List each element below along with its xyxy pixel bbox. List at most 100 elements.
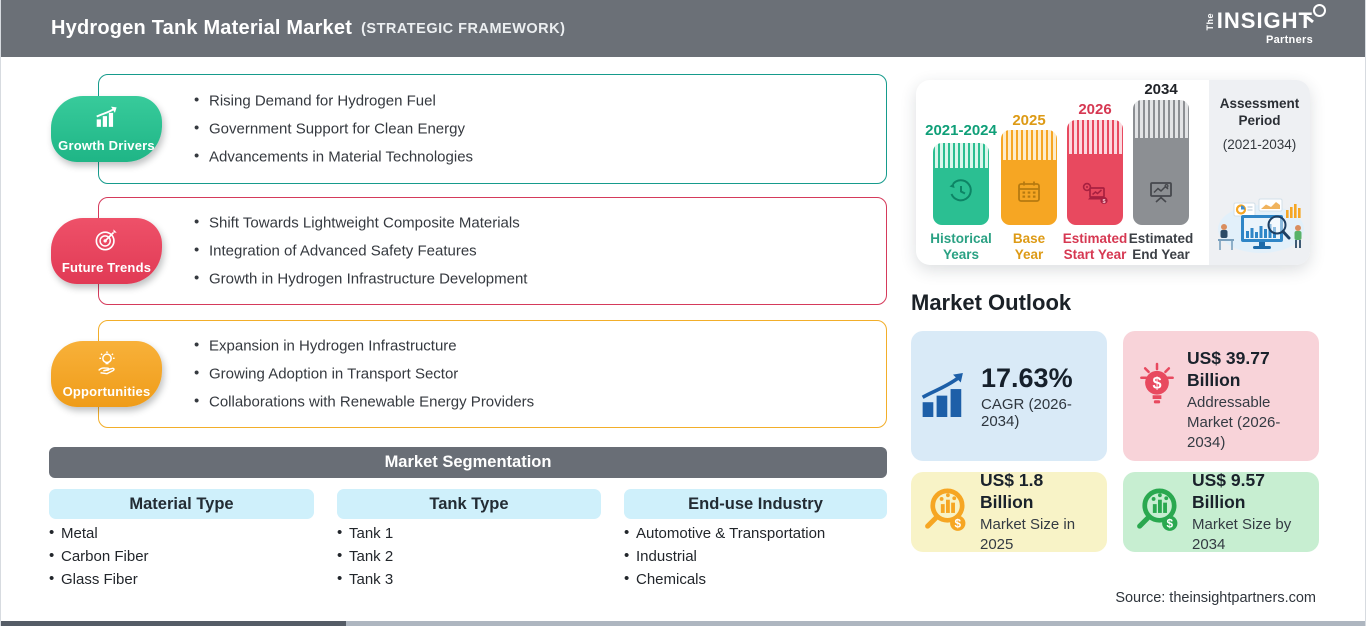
cagr-value: 17.63% — [981, 362, 1073, 393]
list-item: Carbon Fiber — [49, 547, 149, 565]
badge-label: Opportunities — [62, 383, 151, 399]
year-label: 2021-2024 — [925, 122, 997, 139]
growth-drivers-list: Rising Demand for Hydrogen Fuel Governme… — [194, 92, 473, 166]
svg-text:$: $ — [1166, 517, 1173, 530]
list-item: Tank 2 — [337, 547, 393, 565]
bar-body — [1001, 160, 1057, 225]
target-icon — [94, 228, 120, 257]
caption-line: Base — [1012, 231, 1046, 246]
page-title: Hydrogen Tank Material Market — [51, 17, 353, 39]
estimated-start-year-bar: $ — [1067, 120, 1123, 225]
chip-label: Material Type — [129, 494, 234, 513]
bar-stripe — [1001, 130, 1057, 160]
future-trends-panel: Shift Towards Lightweight Composite Mate… — [98, 197, 887, 305]
bar-stripe — [933, 143, 989, 168]
bar-caption: Base Year — [983, 231, 1075, 263]
page-subtitle: (STRATEGIC FRAMEWORK) — [361, 20, 566, 37]
chip-label: Tank Type — [429, 494, 509, 513]
list-item: Growth in Hydrogen Infrastructure Develo… — [194, 270, 527, 288]
caption-line: Year — [1014, 247, 1044, 262]
end-use-industry-list: Automotive & Transportation Industrial C… — [624, 524, 825, 588]
source-text: Source: theinsightpartners.com — [1115, 590, 1316, 606]
caption-line: Start Year — [1063, 247, 1127, 262]
cagr-label: CAGR (2026-2034) — [981, 395, 1072, 430]
opportunities-list: Expansion in Hydrogen Infrastructure Gro… — [194, 337, 534, 411]
size-2025-value: US$ 1.8 Billion — [980, 470, 1044, 512]
opportunities-panel: Expansion in Hydrogen Infrastructure Gro… — [98, 320, 887, 428]
list-item: Growing Adoption in Transport Sector — [194, 365, 534, 383]
year-label: 2034 — [1144, 81, 1178, 98]
caption-line: Estimated — [1062, 231, 1128, 246]
forecast-laptop-icon: $ — [1080, 180, 1110, 211]
size-2034-label: Market Size by 2034 — [1192, 516, 1292, 553]
addressable-label: Addressable Market (2026-2034) — [1187, 394, 1281, 451]
year-label: 2025 — [1012, 112, 1046, 129]
presentation-board-icon — [1147, 178, 1175, 211]
year-label: 2026 — [1078, 101, 1112, 118]
bar-stripe — [1133, 100, 1189, 138]
market-outlook-title: Market Outlook — [911, 290, 1072, 315]
size-2025-text: US$ 1.8 Billion Market Size in 2025 — [980, 469, 1099, 555]
cagr-text: 17.63% CAGR (2026-2034) — [981, 363, 1099, 430]
list-item: Chemicals — [624, 570, 825, 588]
list-item: Tank 1 — [337, 524, 393, 542]
list-item: Tank 3 — [337, 570, 393, 588]
caption-line: Historical — [930, 231, 992, 246]
size-2025-label: Market Size in 2025 — [980, 516, 1076, 553]
header-bar: Hydrogen Tank Material Market (STRATEGIC… — [1, 0, 1365, 57]
badge-label: Growth Drivers — [58, 137, 155, 153]
title-line: Assessment — [1219, 96, 1300, 111]
future-trends-badge: Future Trends — [51, 218, 162, 284]
bulb-hand-icon — [94, 350, 120, 381]
caption-line: Years — [942, 247, 980, 262]
list-item: Metal — [49, 524, 149, 542]
list-item: Rising Demand for Hydrogen Fuel — [194, 92, 473, 110]
logo-insight-text: INSIGHT — [1216, 8, 1313, 33]
future-trends-list: Shift Towards Lightweight Composite Mate… — [194, 214, 527, 288]
size-2034-text: US$ 9.57 Billion Market Size by 2034 — [1192, 469, 1311, 555]
caption-line: Estimated — [1128, 231, 1194, 246]
analytics-illustration — [1214, 198, 1306, 259]
cagr-card: 17.63% CAGR (2026-2034) — [911, 331, 1107, 461]
material-type-list: Metal Carbon Fiber Glass Fiber — [49, 524, 149, 588]
list-item: Collaborations with Renewable Energy Pro… — [194, 393, 534, 411]
historical-years-bar — [933, 143, 989, 225]
assessment-period-panel: Assessment Period (2021-2034) — [1209, 80, 1310, 265]
growth-drivers-badge: Growth Drivers — [51, 96, 162, 162]
svg-text:$: $ — [954, 517, 961, 530]
addressable-text: US$ 39.77 Billion Addressable Market (20… — [1187, 347, 1309, 453]
addressable-market-card: $ US$ 39.77 Billion Addressable Market (… — [1123, 331, 1319, 461]
addressable-value: US$ 39.77 Billion — [1187, 348, 1270, 390]
list-item: Shift Towards Lightweight Composite Mate… — [194, 214, 527, 232]
scrollbar-thumb[interactable] — [1, 621, 346, 626]
horizontal-scrollbar[interactable] — [1, 621, 1365, 626]
title-line: Period — [1238, 113, 1281, 128]
magnifier-chart-green-icon: $ — [1133, 485, 1183, 540]
bar-body: $ — [1067, 154, 1123, 225]
segment-header-tank-type: Tank Type — [337, 489, 601, 519]
market-size-2025-card: $ US$ 1.8 Billion Market Size in 2025 — [911, 469, 1107, 555]
logo-partners-text: Partners — [1265, 34, 1313, 46]
assessment-period-title: Assessment Period — [1220, 95, 1300, 129]
logo-main: INSIGHT Partners — [1216, 4, 1326, 46]
segment-header-end-use-industry: End-use Industry — [624, 489, 887, 519]
base-year-bar — [1001, 130, 1057, 225]
bar-body — [933, 168, 989, 225]
list-item: Advancements in Material Technologies — [194, 148, 473, 166]
bar-caption: Historical Years — [915, 231, 1007, 263]
cagr-chart-icon — [919, 371, 969, 422]
list-item: Industrial — [624, 547, 825, 565]
list-item: Integration of Advanced Safety Features — [194, 242, 527, 260]
caption-line: End Year — [1132, 247, 1190, 262]
market-size-2034-card: $ US$ 9.57 Billion Market Size by 2034 — [1123, 469, 1319, 555]
chip-label: End-use Industry — [688, 494, 823, 513]
bar-caption: Estimated Start Year — [1049, 231, 1141, 263]
segmentation-title: Market Segmentation — [384, 453, 552, 471]
calendar-icon — [1015, 178, 1043, 211]
list-item: Government Support for Clean Energy — [194, 120, 473, 138]
list-item: Automotive & Transportation — [624, 524, 825, 542]
assessment-period-range: (2021-2034) — [1222, 137, 1297, 152]
size-2034-value: US$ 9.57 Billion — [1192, 470, 1265, 512]
insight-partners-logo: The INSIGHT Partners — [1205, 4, 1326, 46]
